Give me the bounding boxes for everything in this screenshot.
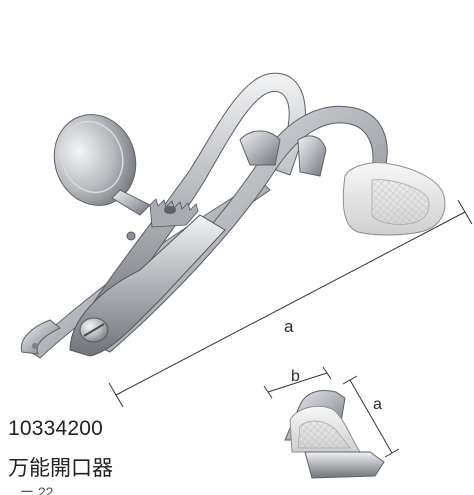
cut-off-text: ー 22 xyxy=(20,484,54,495)
dimension-a-small xyxy=(342,375,400,458)
product-name: 万能開口器 xyxy=(8,456,113,480)
tooth-pad xyxy=(342,162,446,236)
dimension-b-label: b xyxy=(291,368,300,385)
product-code: 10334200 xyxy=(8,417,104,440)
lock-slot xyxy=(164,206,176,214)
dimension-a-small-label: a xyxy=(373,396,382,413)
tip-detail xyxy=(284,390,385,479)
ratchet-teeth xyxy=(149,198,199,228)
mouth-gag-instrument xyxy=(20,72,446,359)
ratchet-body xyxy=(69,214,226,357)
dimension-a-main xyxy=(108,199,473,408)
pivot-pin xyxy=(126,231,136,241)
dimension-b xyxy=(263,366,332,399)
dimension-a-label: a xyxy=(284,317,294,336)
screw-icon xyxy=(79,317,109,343)
handle-loop xyxy=(20,319,61,355)
thumb-disc xyxy=(53,114,151,216)
inner-tip-2 xyxy=(297,135,327,177)
inner-tip xyxy=(239,130,281,166)
